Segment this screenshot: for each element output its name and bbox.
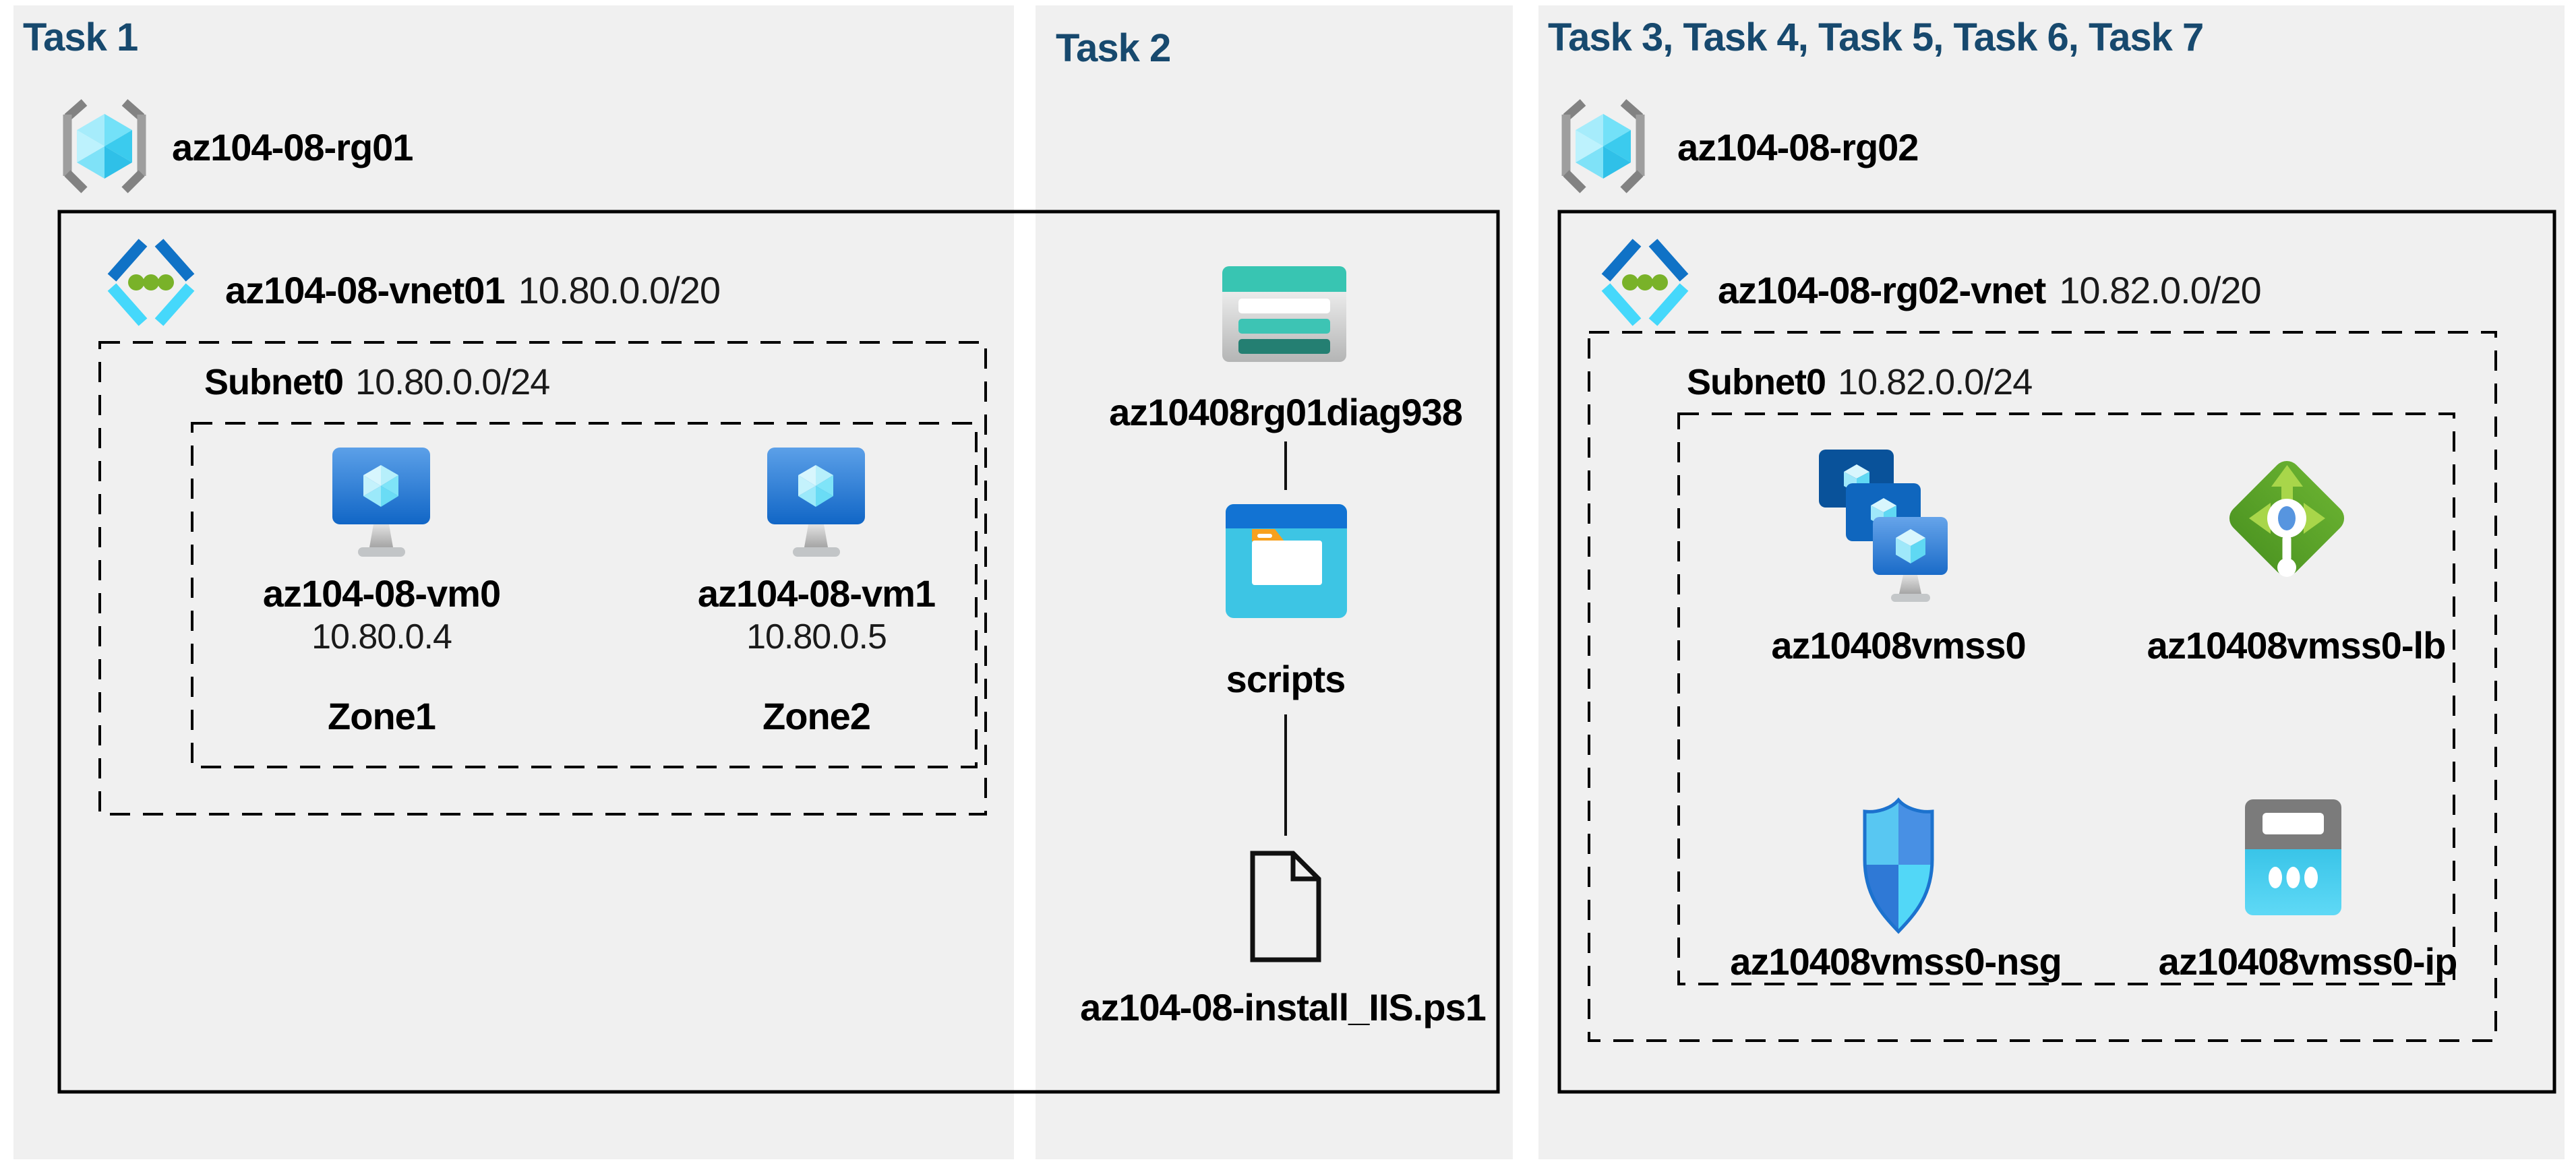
- resource-group-icon: [1561, 99, 1646, 197]
- script-file-label: az104-08-install_IIS.ps1: [1080, 986, 1487, 1029]
- public-ip-label: az10408vmss0-ip: [2158, 940, 2458, 983]
- vmss-label: az10408vmss0: [1771, 624, 2026, 667]
- virtual-network-icon: [101, 237, 201, 331]
- scripts-container-label: scripts: [1226, 658, 1346, 700]
- vm0-zone: Zone1: [328, 695, 436, 737]
- vm-scale-set-icon: [1819, 450, 1950, 608]
- vmss-group-box-rg02: [1677, 412, 2455, 985]
- vm0-ip: 10.80.0.4: [311, 617, 452, 656]
- rg02-label: az104-08-rg02: [1677, 126, 1919, 168]
- subnet0-box-rg01: [98, 341, 987, 816]
- task1-title: Task 1: [23, 16, 138, 59]
- nsg-label: az10408vmss0-nsg: [1730, 940, 2062, 983]
- panel-task3: [1538, 5, 2565, 1159]
- virtual-machine-icon: [767, 448, 865, 563]
- subnet0-box-rg02: [1588, 331, 2497, 1042]
- resource-group-icon: [62, 99, 147, 197]
- vm1-ip: 10.80.0.5: [746, 617, 887, 656]
- vm0-label: az104-08-vm0: [262, 572, 501, 615]
- vm1-label: az104-08-vm1: [697, 572, 936, 615]
- task2-title: Task 2: [1056, 26, 1171, 70]
- public-ip-icon: [2245, 799, 2341, 919]
- load-balancer-icon: [2225, 445, 2349, 595]
- vm-group-box-rg01: [191, 422, 978, 768]
- scripts-container-icon: [1226, 504, 1347, 621]
- network-security-group-icon: [1859, 797, 1938, 939]
- task3-title: Task 3, Task 4, Task 5, Task 6, Task 7: [1548, 16, 2204, 59]
- load-balancer-label: az10408vmss0-lb: [2147, 624, 2447, 667]
- rg02-vnet-box: [1557, 210, 2556, 1094]
- storage-account-icon: [1222, 266, 1346, 365]
- panel-task1: [13, 5, 1014, 1159]
- virtual-network-icon: [1595, 237, 1695, 331]
- vnet01-box: [57, 210, 1500, 1094]
- script-file-icon: [1249, 851, 1323, 966]
- storage-account-label: az10408rg01diag938: [1109, 391, 1463, 433]
- vm1-zone: Zone2: [762, 695, 871, 737]
- rg01-label: az104-08-rg01: [172, 126, 413, 168]
- virtual-machine-icon: [332, 448, 430, 563]
